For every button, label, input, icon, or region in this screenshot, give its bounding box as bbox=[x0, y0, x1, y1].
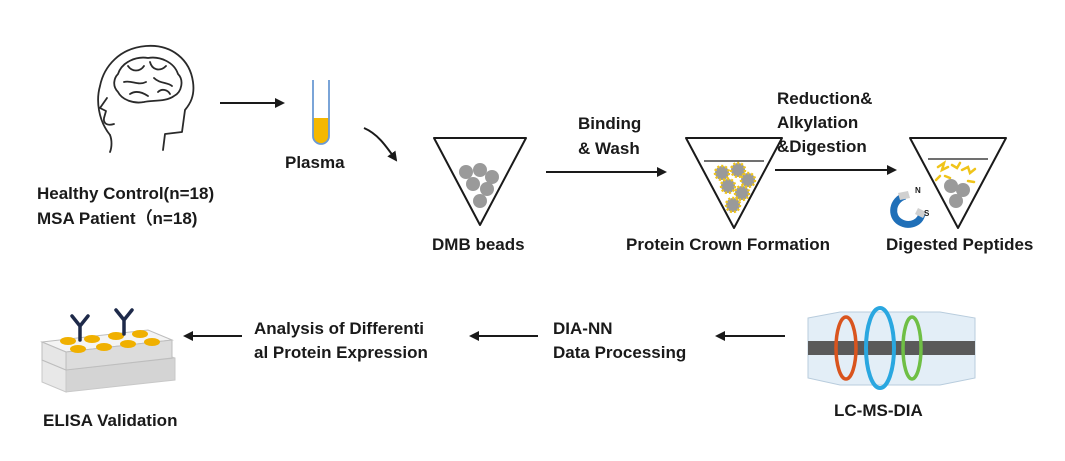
digestion-label: &Digestion bbox=[777, 137, 867, 156]
dmb-funnel-icon bbox=[433, 137, 527, 226]
magnet-icon bbox=[890, 191, 926, 228]
magnet-s-label: S bbox=[924, 209, 930, 218]
lc-ms-dia-label: LC-MS-DIA bbox=[834, 401, 923, 420]
analysis-line1-label: Analysis of Differenti bbox=[254, 319, 425, 338]
magnet-n-label: N bbox=[915, 186, 921, 195]
digested-peptides-funnel-icon bbox=[909, 137, 1007, 229]
protein-crown-label: Protein Crown Formation bbox=[626, 235, 830, 254]
dia-nn-label: DIA-NN bbox=[553, 319, 613, 338]
brain-head-icon bbox=[97, 45, 195, 153]
arrow-to-dmb bbox=[363, 127, 398, 162]
data-processing-label: Data Processing bbox=[553, 343, 687, 362]
elisa-plate-icon bbox=[40, 308, 176, 393]
reduction-label: Reduction& bbox=[777, 89, 873, 108]
plasma-tube-icon bbox=[312, 80, 330, 145]
digested-peptides-label: Digested Peptides bbox=[886, 235, 1034, 254]
cohort-healthy-label: Healthy Control(n=18) bbox=[37, 184, 215, 203]
elisa-validation-label: ELISA Validation bbox=[43, 411, 178, 430]
dmb-beads-label: DMB beads bbox=[432, 235, 525, 254]
alkylation-label: Alkylation bbox=[777, 113, 859, 132]
cohort-msa-label: MSA Patient（n=18) bbox=[37, 209, 198, 228]
binding-label: Binding bbox=[578, 114, 642, 133]
protein-crown-funnel-icon bbox=[685, 137, 783, 229]
plasma-label: Plasma bbox=[285, 153, 345, 172]
analysis-line2-label: al Protein Expression bbox=[254, 343, 428, 362]
wash-label: & Wash bbox=[578, 139, 640, 158]
lc-ms-icon bbox=[807, 306, 976, 390]
